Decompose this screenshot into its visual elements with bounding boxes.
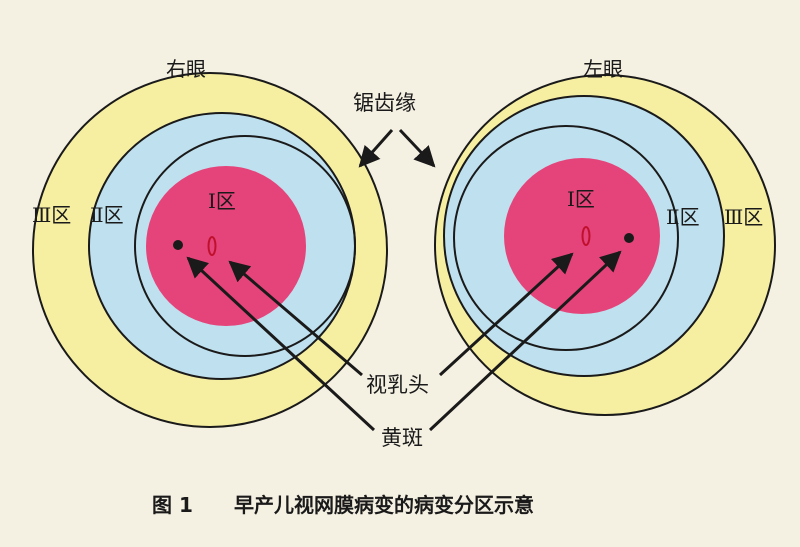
right-eye-zone-1 — [146, 166, 306, 326]
ora-serrata-arrow-left — [358, 129, 394, 168]
left-eye-ora-serrata — [453, 125, 679, 351]
macula-label: 黄斑 — [381, 426, 423, 450]
right-eye-zone-2-label: Ⅱ区 — [90, 203, 124, 227]
figure-caption: 早产儿视网膜病变的病变分区示意 — [234, 493, 534, 517]
right-eye-optic-disc — [207, 236, 217, 256]
ora-serrata-label: 锯齿缘 — [353, 91, 416, 115]
right-eye-title: 右眼 — [166, 57, 206, 81]
optic-disc-arrow-left-eye — [438, 252, 574, 377]
right-eye-macula-dot — [173, 240, 183, 250]
left-eye-zone-3-label: Ⅲ区 — [724, 205, 763, 229]
optic-disc-arrow-right-eye — [228, 260, 363, 377]
macula-arrow-right-eye — [186, 256, 376, 432]
left-eye-optic-disc — [581, 226, 591, 246]
left-eye-diagram: 左眼 Ⅰ区 Ⅱ区 Ⅲ区 — [434, 57, 776, 416]
right-eye-zone-1-label: Ⅰ区 — [208, 189, 236, 213]
left-eye-macula-dot — [624, 233, 634, 243]
optic-disc-label: 视乳头 — [366, 373, 429, 397]
left-eye-zone-1-label: Ⅰ区 — [567, 187, 595, 211]
ora-serrata-arrow-right — [398, 128, 436, 168]
left-eye-zone-2-label: Ⅱ区 — [666, 205, 700, 229]
figure-number: 图 1 — [152, 493, 193, 517]
right-eye-zone-3-label: Ⅲ区 — [32, 203, 71, 227]
right-eye-diagram: 右眼 Ⅰ区 Ⅱ区 Ⅲ区 — [32, 57, 388, 428]
left-eye-title: 左眼 — [583, 57, 623, 81]
macula-arrow-left-eye — [428, 250, 622, 432]
right-eye-ora-serrata — [134, 135, 356, 357]
